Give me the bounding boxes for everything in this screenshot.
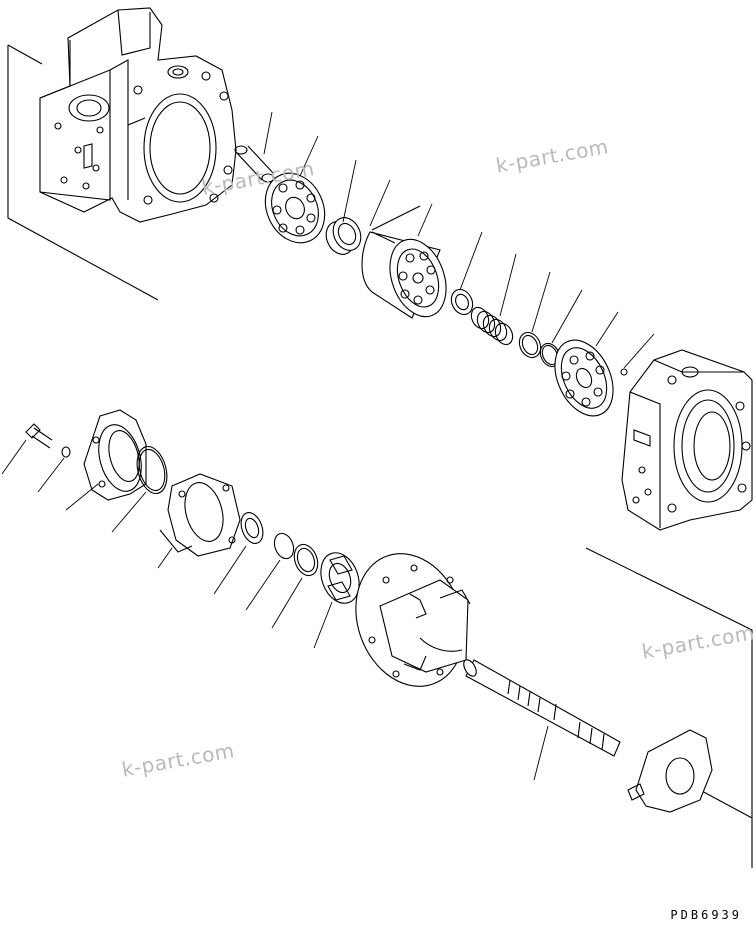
bolt-part: [26, 424, 70, 457]
snap-ring-part: [271, 531, 297, 562]
swash-plate-part: [544, 331, 625, 425]
o-ring-part: [132, 443, 171, 497]
washer-part: [290, 541, 322, 579]
bearing-part: [314, 547, 366, 608]
gasket-plate-part: [160, 474, 240, 556]
pump-housing: [40, 8, 236, 222]
pump-case: [622, 350, 752, 530]
frame-lines: [8, 45, 752, 868]
ring-part: [447, 286, 476, 318]
end-cover-part: [628, 730, 712, 812]
pin-part: [235, 146, 274, 182]
cover-flange-part: [84, 410, 148, 500]
cylinder-block-part: [362, 206, 456, 324]
bearing-ring-part: [321, 213, 366, 259]
leader-lines: [2, 112, 654, 780]
drawing-code: PDB6939: [670, 908, 742, 922]
valve-plate-part: [254, 164, 335, 253]
drive-shaft-part: [461, 658, 620, 756]
spring-part: [468, 305, 516, 348]
small-pin-part: [621, 369, 627, 375]
nut-part: [237, 510, 267, 547]
swash-housing-part: [338, 538, 482, 701]
